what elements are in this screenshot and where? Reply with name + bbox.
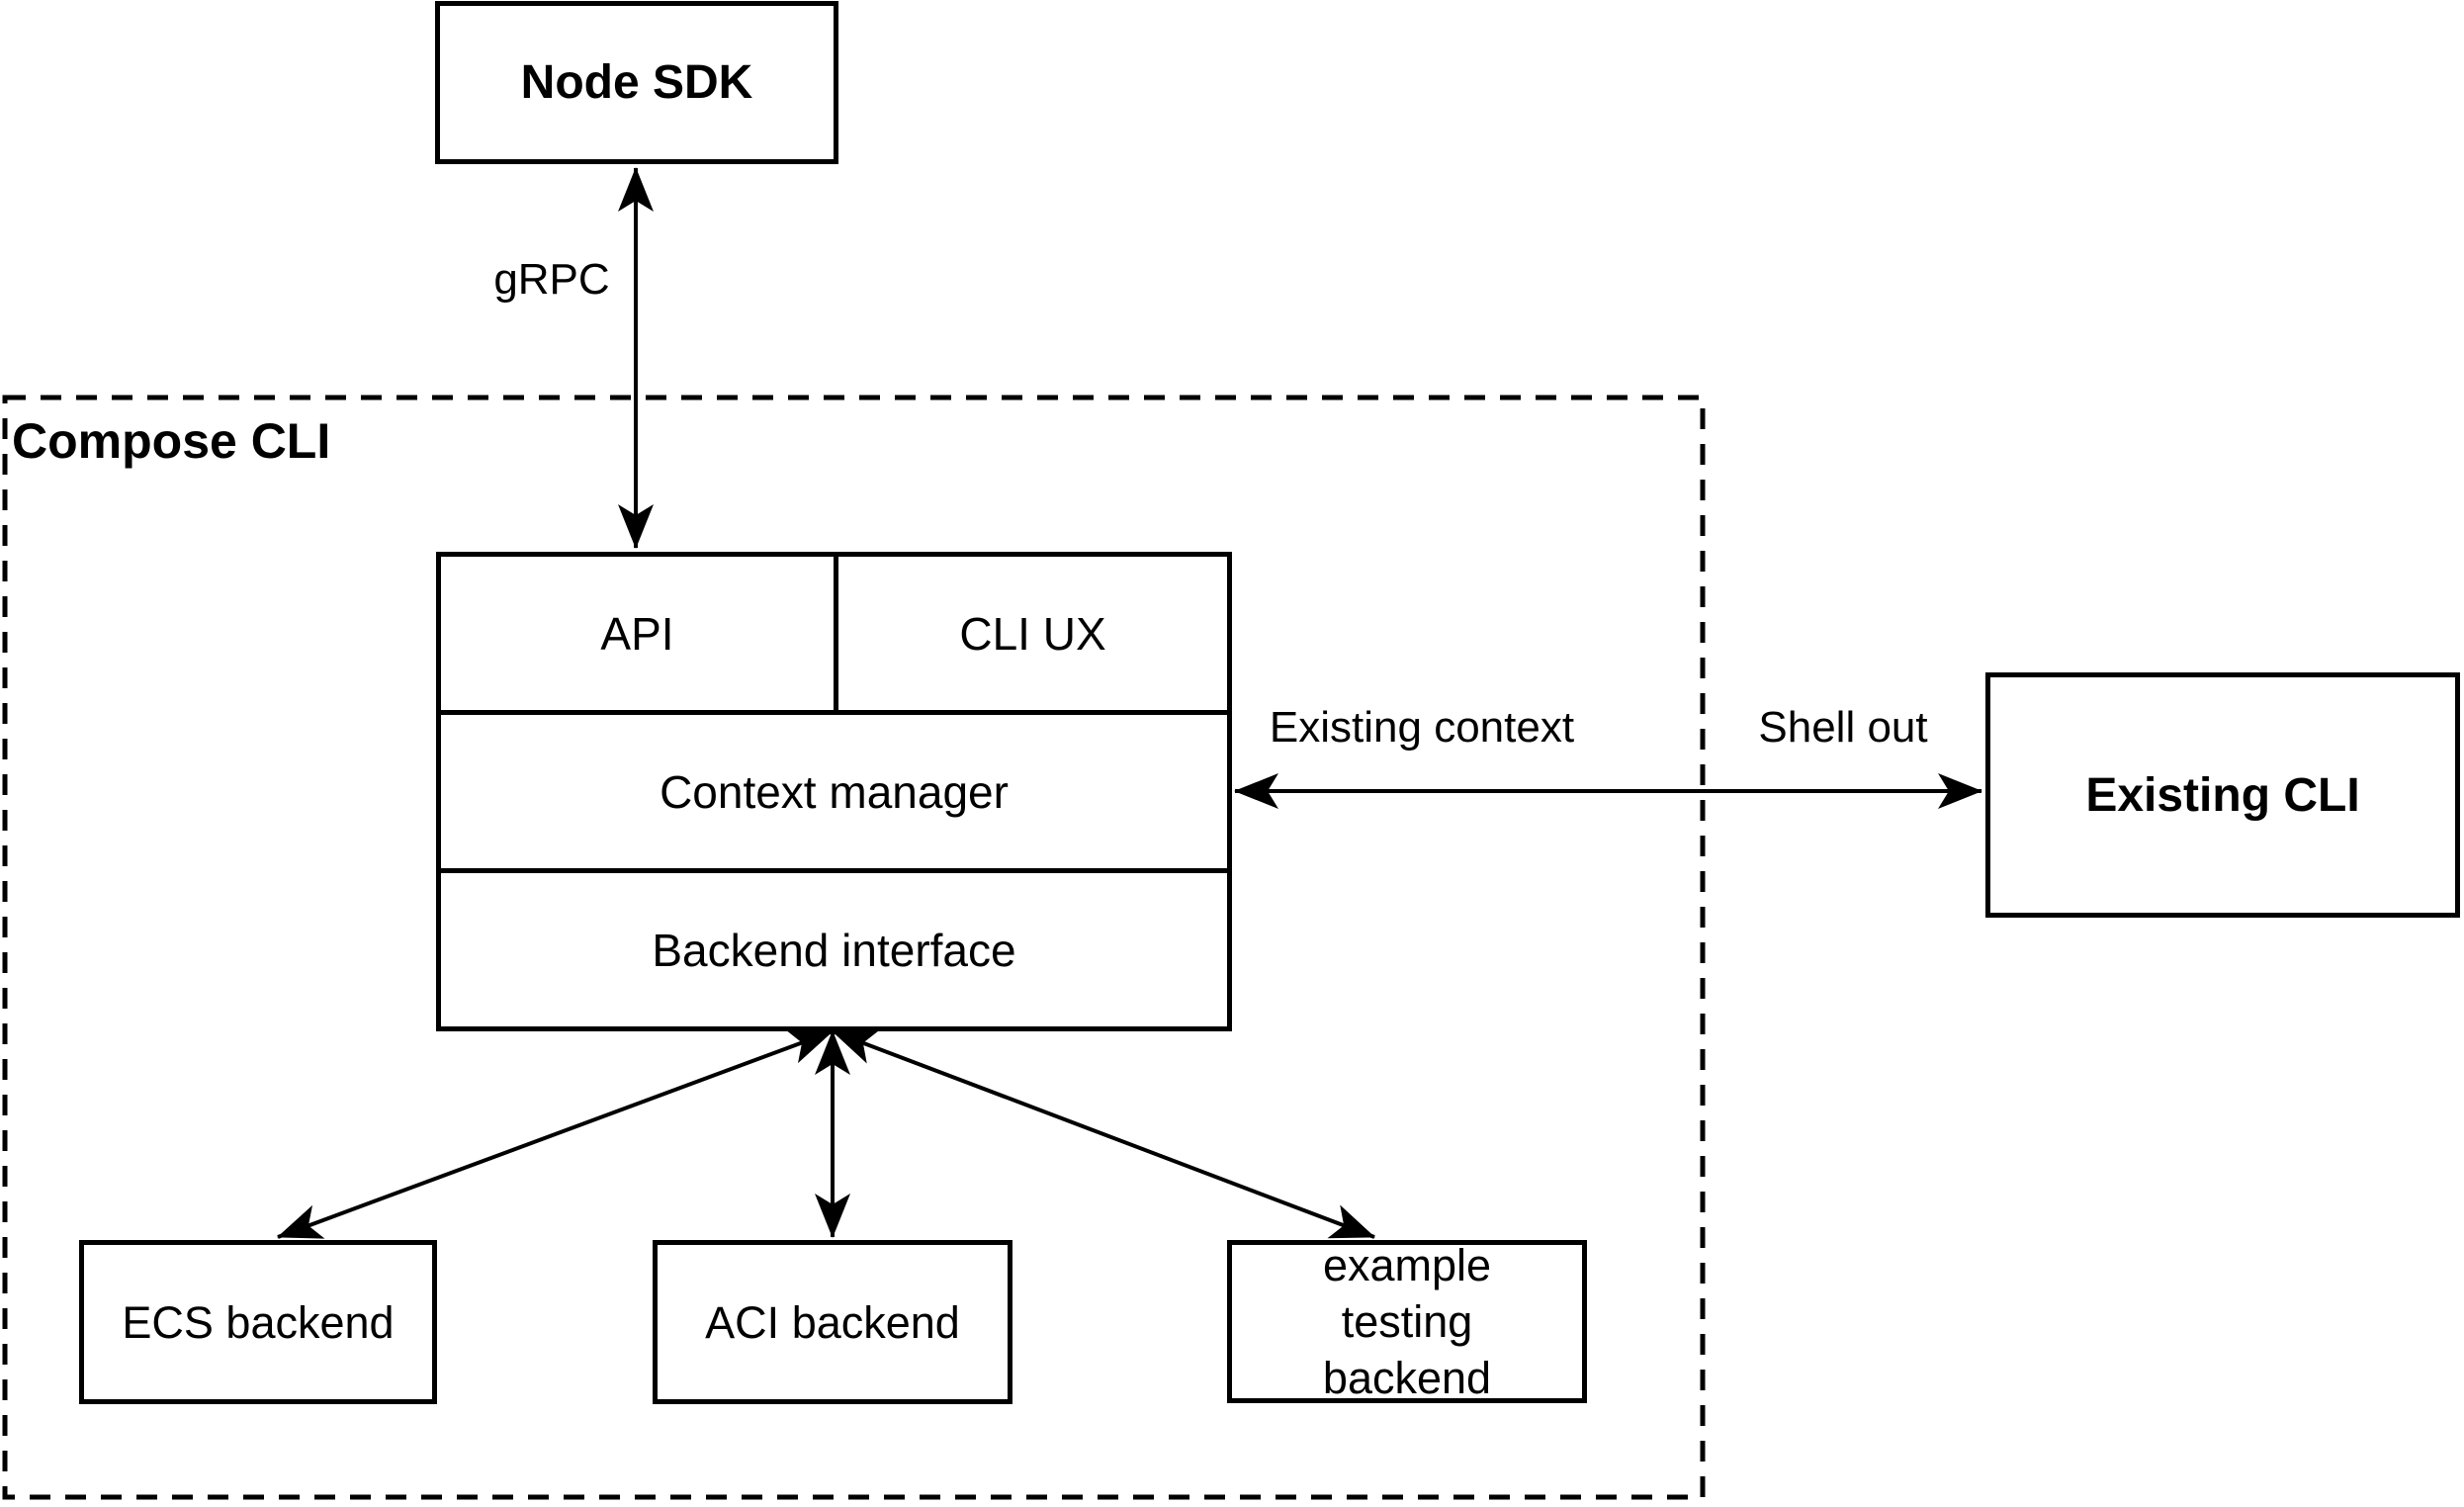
shell-out-edge-label: Shell out xyxy=(1758,703,1928,752)
existing-cli-label: Existing CLI xyxy=(2085,768,2360,822)
cli-ux-label: CLI UX xyxy=(959,607,1106,660)
ecs-backend-arrow xyxy=(277,1029,834,1239)
backend-interface-row: Backend interface xyxy=(441,873,1227,1026)
node-sdk-box: Node SDK xyxy=(435,1,838,164)
api-label: API xyxy=(600,607,674,660)
context-manager-row: Context manager xyxy=(441,715,1227,873)
ecs-backend-label: ECS backend xyxy=(122,1296,395,1348)
compose-cli-core-box: API CLI UX Context manager Backend inter… xyxy=(436,552,1232,1031)
example-testing-backend-label: example testing backend xyxy=(1322,1240,1492,1403)
context-manager-label: Context manager xyxy=(660,765,1009,818)
ecs-backend-box: ECS backend xyxy=(79,1240,437,1404)
aci-backend-box: ACI backend xyxy=(653,1240,1012,1404)
grpc-edge-label: gRPC xyxy=(493,255,610,304)
compose-cli-container-label: Compose CLI xyxy=(12,413,331,469)
top-row: API CLI UX xyxy=(441,557,1227,715)
example-testing-backend-box: example testing backend xyxy=(1227,1240,1587,1403)
context-manager-cell: Context manager xyxy=(441,715,1227,868)
existing-cli-box: Existing CLI xyxy=(1985,672,2460,918)
node-sdk-label: Node SDK xyxy=(520,56,753,109)
existing-context-edge-label: Existing context xyxy=(1269,703,1575,752)
cli-ux-cell: CLI UX xyxy=(838,557,1227,710)
aci-backend-label: ACI backend xyxy=(705,1296,960,1348)
backend-interface-cell: Backend interface xyxy=(441,873,1227,1026)
api-cell: API xyxy=(441,557,838,710)
backend-interface-label: Backend interface xyxy=(652,924,1016,976)
example-testing-backend-arrow xyxy=(832,1029,1375,1239)
